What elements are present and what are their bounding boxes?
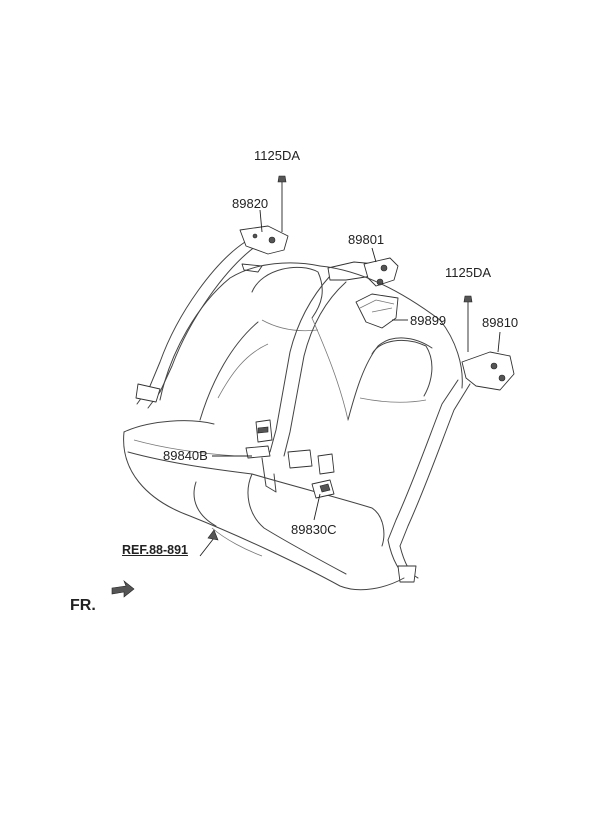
front-arrow-icon <box>111 580 135 598</box>
cover-part <box>355 293 399 329</box>
reference-arrow <box>199 529 219 557</box>
label-bolt-right: 1125DA <box>445 265 492 280</box>
label-buckle-center: 89830C <box>291 522 337 537</box>
label-retractor-center: 89801 <box>348 232 385 247</box>
label-retractor-left: 89820 <box>232 196 269 211</box>
seat-back-left <box>159 262 323 421</box>
left-seat-belt <box>135 225 289 409</box>
seat-cushion <box>123 420 405 591</box>
right-seat-belt <box>387 351 515 583</box>
label-buckle-left: 89840B <box>163 448 208 463</box>
label-front: FR. <box>70 597 96 614</box>
leader-lines <box>212 209 501 521</box>
label-retractor-right: 89810 <box>482 315 519 330</box>
label-reference: REF.88-891 <box>122 543 189 557</box>
center-seat-belt <box>269 257 399 457</box>
label-bolt-left: 1125DA <box>254 148 301 163</box>
buckle-left <box>245 419 277 493</box>
seat-back-right <box>311 265 463 421</box>
bolt-left-icon <box>277 175 287 232</box>
bolt-right-icon <box>463 295 473 352</box>
buckle-center <box>287 449 335 499</box>
label-cover: 89899 <box>410 313 447 328</box>
